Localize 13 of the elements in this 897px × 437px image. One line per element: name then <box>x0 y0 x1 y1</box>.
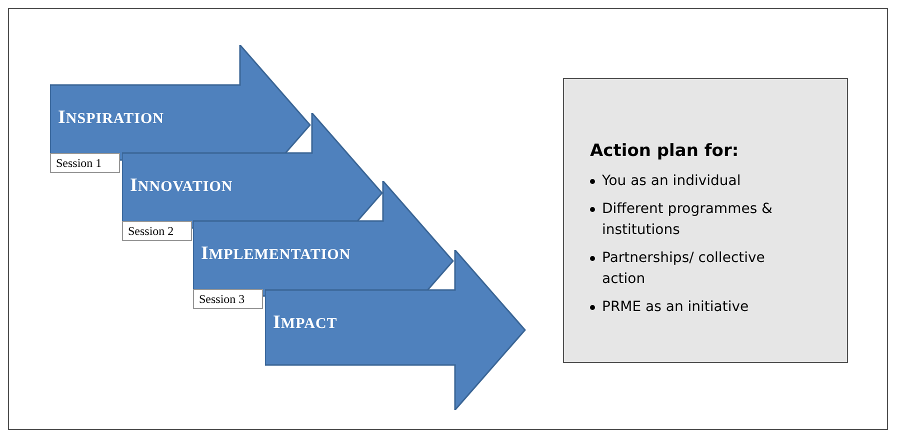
list-item: PRME as an initiative <box>602 299 749 315</box>
session-label: Session 3 <box>193 289 263 309</box>
stage-title: IMPLEMENTATION <box>201 243 351 265</box>
list-item: You as an individual <box>602 173 741 189</box>
list-item: Different programmes & institutions <box>602 201 772 238</box>
session-label: Session 2 <box>122 221 192 241</box>
session-label: Session 1 <box>50 153 120 173</box>
stage-title: INNOVATION <box>130 175 233 197</box>
action-plan-panel <box>563 78 848 363</box>
list-item: Partnerships/ collective action <box>602 250 765 287</box>
panel-heading: Action plan for: <box>590 141 739 161</box>
stage-title: IMPACT <box>273 312 338 334</box>
stage-title: INSPIRATION <box>58 107 164 129</box>
